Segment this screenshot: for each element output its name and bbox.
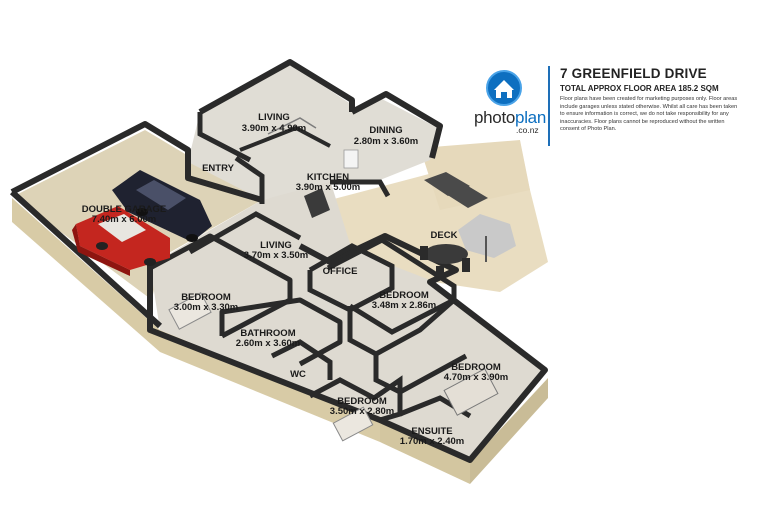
- room-size-bedroom-mid: 3.48m x 2.86m: [372, 300, 436, 311]
- office-wall: [307, 243, 395, 313]
- bedroom-mid-wall: [326, 237, 457, 335]
- stair-rail: [267, 117, 317, 135]
- room-size-ensuite: 1.70m x 2.40m: [400, 436, 464, 447]
- room-label-deck: DECK: [431, 230, 458, 241]
- room-label-bedroom-mid: BEDROOM: [379, 290, 429, 301]
- exterior-wall-left: [12, 198, 160, 352]
- bed-master: [443, 368, 499, 416]
- brand-domain: .co.nz: [516, 125, 539, 135]
- brand-name-part2: plan: [515, 108, 546, 127]
- living-top-walls: [198, 59, 355, 115]
- room-size-bedroom-left: 3.00m x 3.30m: [174, 302, 238, 313]
- bed-left: [168, 292, 212, 330]
- umbrella: [458, 214, 516, 262]
- red-car: [72, 206, 170, 276]
- black-car: [112, 170, 212, 242]
- room-label-garage: DOUBLE GARAGE: [82, 204, 166, 215]
- wc-wall: [270, 339, 333, 380]
- room-label-living-mid: LIVING: [260, 240, 292, 251]
- room-label-bedroom-bottom: BEDROOM: [337, 396, 387, 407]
- room-label-bathroom: BATHROOM: [240, 328, 295, 339]
- total-floor-area: TOTAL APPROX FLOOR AREA 185.2 SQM: [560, 84, 719, 93]
- inner-wall-b: [239, 125, 331, 152]
- garage-front-wall: [9, 189, 163, 329]
- room-size-bedroom-bottom: 3.50m x 2.80m: [330, 406, 394, 417]
- house-globe-icon: [486, 70, 522, 106]
- room-size-kitchen: 3.90m x 5.00m: [296, 182, 360, 193]
- room-label-ensuite: ENSUITE: [411, 426, 452, 437]
- room-label-wc: WC: [290, 369, 306, 380]
- bed-bottom: [332, 406, 374, 442]
- dining-walls: [350, 91, 443, 159]
- room-label-bedroom-master: BEDROOM: [451, 362, 501, 373]
- room-label-kitchen: KITCHEN: [307, 172, 349, 183]
- room-size-living-top: 3.90m x 4.90m: [242, 123, 306, 134]
- deck-table: [420, 244, 470, 276]
- garage-wall: [10, 121, 263, 203]
- property-address: 7 GREENFIELD DRIVE: [560, 66, 707, 81]
- brand-wordmark: photoplan: [474, 108, 546, 128]
- brand-name-part1: photo: [474, 108, 516, 127]
- exterior-wall-ensuite: [380, 420, 470, 484]
- kitchen-appliance: [343, 149, 359, 169]
- room-label-living-top: LIVING: [258, 112, 290, 123]
- room-label-dining: DINING: [369, 125, 402, 136]
- room-size-bathroom: 2.60m x 3.60m: [236, 338, 300, 349]
- room-label-entry: ENTRY: [202, 163, 235, 174]
- room-size-dining: 2.80m x 3.60m: [354, 136, 418, 147]
- room-size-garage: 7.40m x 6.00m: [92, 214, 156, 225]
- loungers: [424, 172, 488, 208]
- master-wall: [373, 353, 468, 395]
- bedroom-bottom-wall: [308, 375, 403, 423]
- disclaimer-text: Floor plans have been created for market…: [560, 96, 738, 133]
- bedroom-left-wall: [148, 233, 293, 339]
- room-size-living-mid: 3.70m x 3.50m: [244, 250, 308, 261]
- kitchen-wall: [330, 179, 391, 198]
- header-divider: [548, 66, 550, 146]
- room-label-office: OFFICE: [323, 266, 358, 277]
- inner-wall-a: [197, 112, 252, 163]
- kitchen-island: [304, 188, 330, 218]
- bathroom-wall: [219, 297, 343, 367]
- entry-wall: [234, 155, 265, 204]
- room-label-bedroom-left: BEDROOM: [181, 292, 231, 303]
- exterior-wall-right: [470, 378, 548, 484]
- room-size-bedroom-master: 4.70m x 3.90m: [444, 372, 508, 383]
